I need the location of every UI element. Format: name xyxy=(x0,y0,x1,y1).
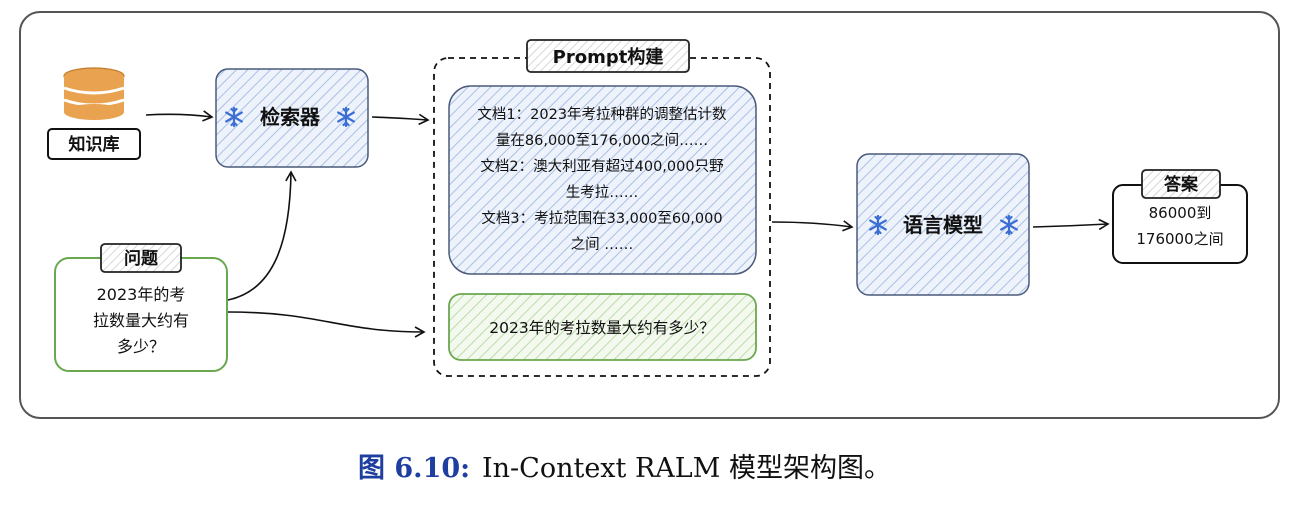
doc-line-3: 文档2：澳大利亚有超过400,000只野 xyxy=(480,158,724,175)
arrow-icon xyxy=(371,113,430,126)
answer-line-2: 176000之间 xyxy=(1136,230,1223,248)
question-line-1: 2023年的考 xyxy=(97,285,186,304)
retriever-label: 检索器 xyxy=(260,105,321,129)
answer-line-1: 86000到 xyxy=(1149,204,1212,222)
doc-line-4: 生考拉…… xyxy=(566,184,639,201)
caption-number: 图 6.10: xyxy=(358,453,470,484)
retriever-box xyxy=(215,68,369,168)
knowledge-base-box xyxy=(47,128,141,160)
prompt-question-text: 2023年的考拉数量大约有多少？ xyxy=(489,319,714,337)
question-tag: 问题 xyxy=(124,248,159,269)
arrow-icon xyxy=(771,220,854,232)
question-tag-box xyxy=(100,243,182,273)
caption-text: In-Context RALM 模型架构图。 xyxy=(482,453,891,484)
arrow-icon xyxy=(145,110,214,122)
question-line-3: 多少？ xyxy=(117,337,165,356)
arrows xyxy=(145,110,1110,338)
answer-tag: 答案 xyxy=(1164,174,1199,195)
language-model-box xyxy=(856,153,1030,296)
doc-line-2: 量在86,000至176,000之间…… xyxy=(496,132,708,149)
arrow-icon xyxy=(227,170,297,301)
prompt-tag-box xyxy=(526,39,690,73)
prompt-question-box xyxy=(448,293,757,361)
doc-line-6: 之间 …… xyxy=(571,236,634,253)
prompt-tag: Prompt构建 xyxy=(553,46,664,68)
arrow-icon xyxy=(227,311,426,338)
question-line-2: 拉数量大约有 xyxy=(93,311,189,330)
documents-box xyxy=(448,85,757,275)
language-model-label: 语言模型 xyxy=(903,213,983,237)
doc-line-5: 文档3：考拉范围在33,000至60,000 xyxy=(481,210,722,227)
database-icon xyxy=(63,67,125,120)
doc-line-1: 文档1：2023年考拉种群的调整估计数 xyxy=(477,106,727,123)
knowledge-base-label: 知识库 xyxy=(68,134,120,155)
answer-tag-box xyxy=(1141,169,1221,199)
arrow-icon xyxy=(1032,218,1110,231)
